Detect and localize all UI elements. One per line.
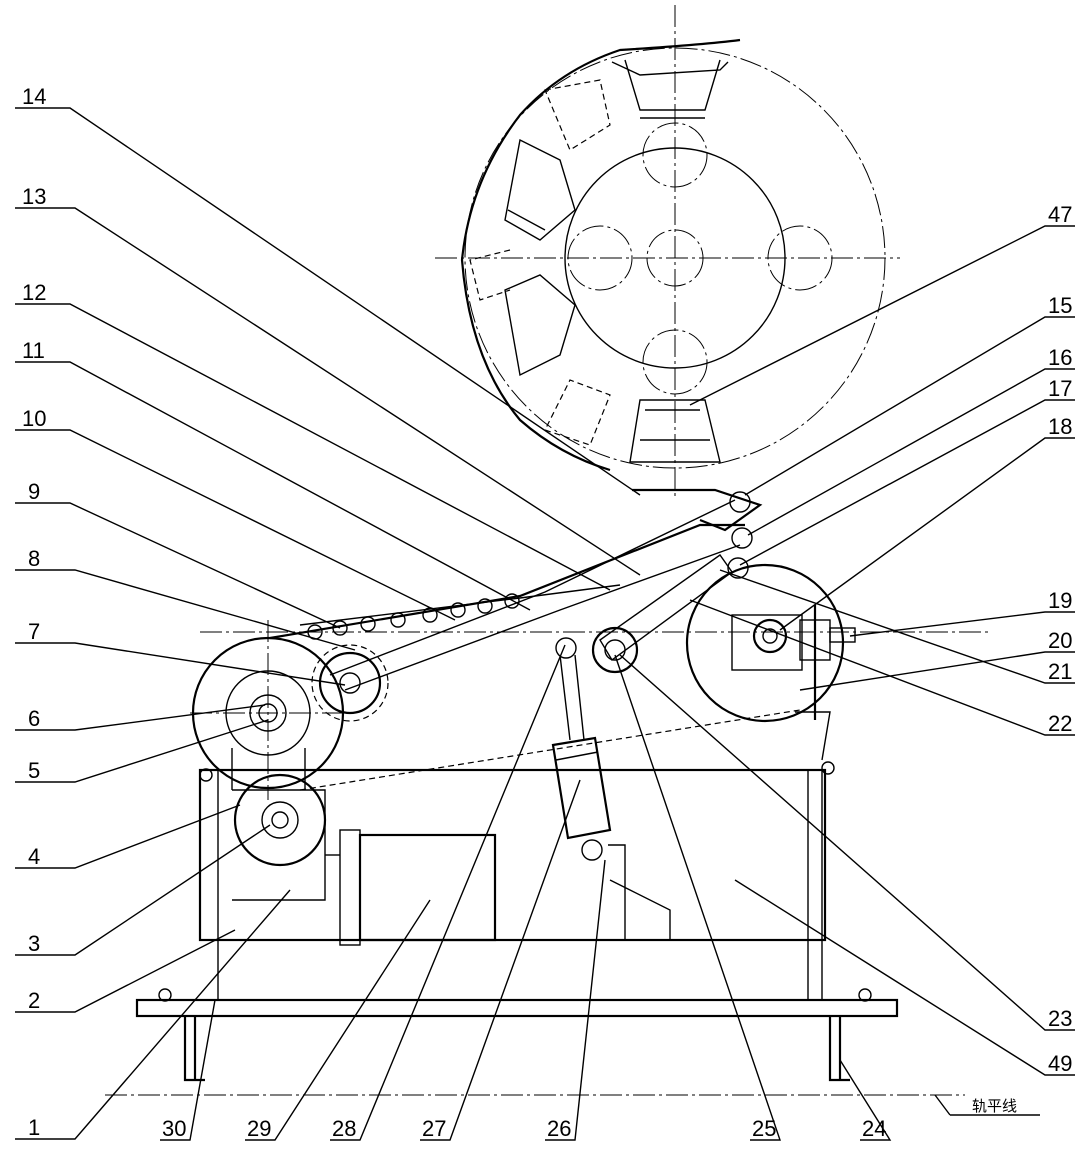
label-16: 16 [1048,345,1072,370]
label-3: 3 [28,931,40,956]
label-49: 49 [1048,1051,1072,1076]
part-number-labels: 14 13 12 11 10 9 8 7 6 5 4 3 2 1 47 15 1… [22,84,1072,1141]
rail-level-note: 轨平线 [972,1097,1017,1115]
label-2: 2 [28,988,40,1013]
bottom-leaders [160,644,1040,1141]
chain-rollers [307,593,520,640]
label-26: 26 [547,1116,571,1141]
hydraulic-cylinder [551,637,671,940]
label-7: 7 [28,619,40,644]
label-4: 4 [28,844,40,869]
label-22: 22 [1048,711,1072,736]
right-leaders [619,225,1075,1076]
label-1: 1 [28,1115,40,1140]
label-29: 29 [247,1116,271,1141]
label-18: 18 [1048,414,1072,439]
label-17: 17 [1048,376,1072,401]
label-13: 13 [22,184,46,209]
label-14: 14 [22,84,46,109]
label-19: 19 [1048,588,1072,613]
label-11: 11 [22,338,45,363]
label-28: 28 [332,1116,356,1141]
label-5: 5 [28,758,40,783]
tire-mold-wheel [435,5,900,500]
label-15: 15 [1048,293,1072,318]
left-leaders [15,107,641,1140]
label-25: 25 [752,1116,776,1141]
swing-arm-assembly [269,488,763,691]
label-30: 30 [162,1116,186,1141]
base-frame [105,709,965,1096]
label-20: 20 [1048,628,1072,653]
label-27: 27 [422,1116,446,1141]
label-47: 47 [1048,202,1072,227]
label-8: 8 [28,546,40,571]
motor [325,829,497,946]
label-24: 24 [862,1116,886,1141]
label-10: 10 [22,406,46,431]
label-23: 23 [1048,1006,1072,1031]
left-pulley-assembly [190,620,389,901]
label-6: 6 [28,706,40,731]
label-12: 12 [22,280,46,305]
label-9: 9 [28,479,40,504]
label-21: 21 [1048,659,1072,684]
